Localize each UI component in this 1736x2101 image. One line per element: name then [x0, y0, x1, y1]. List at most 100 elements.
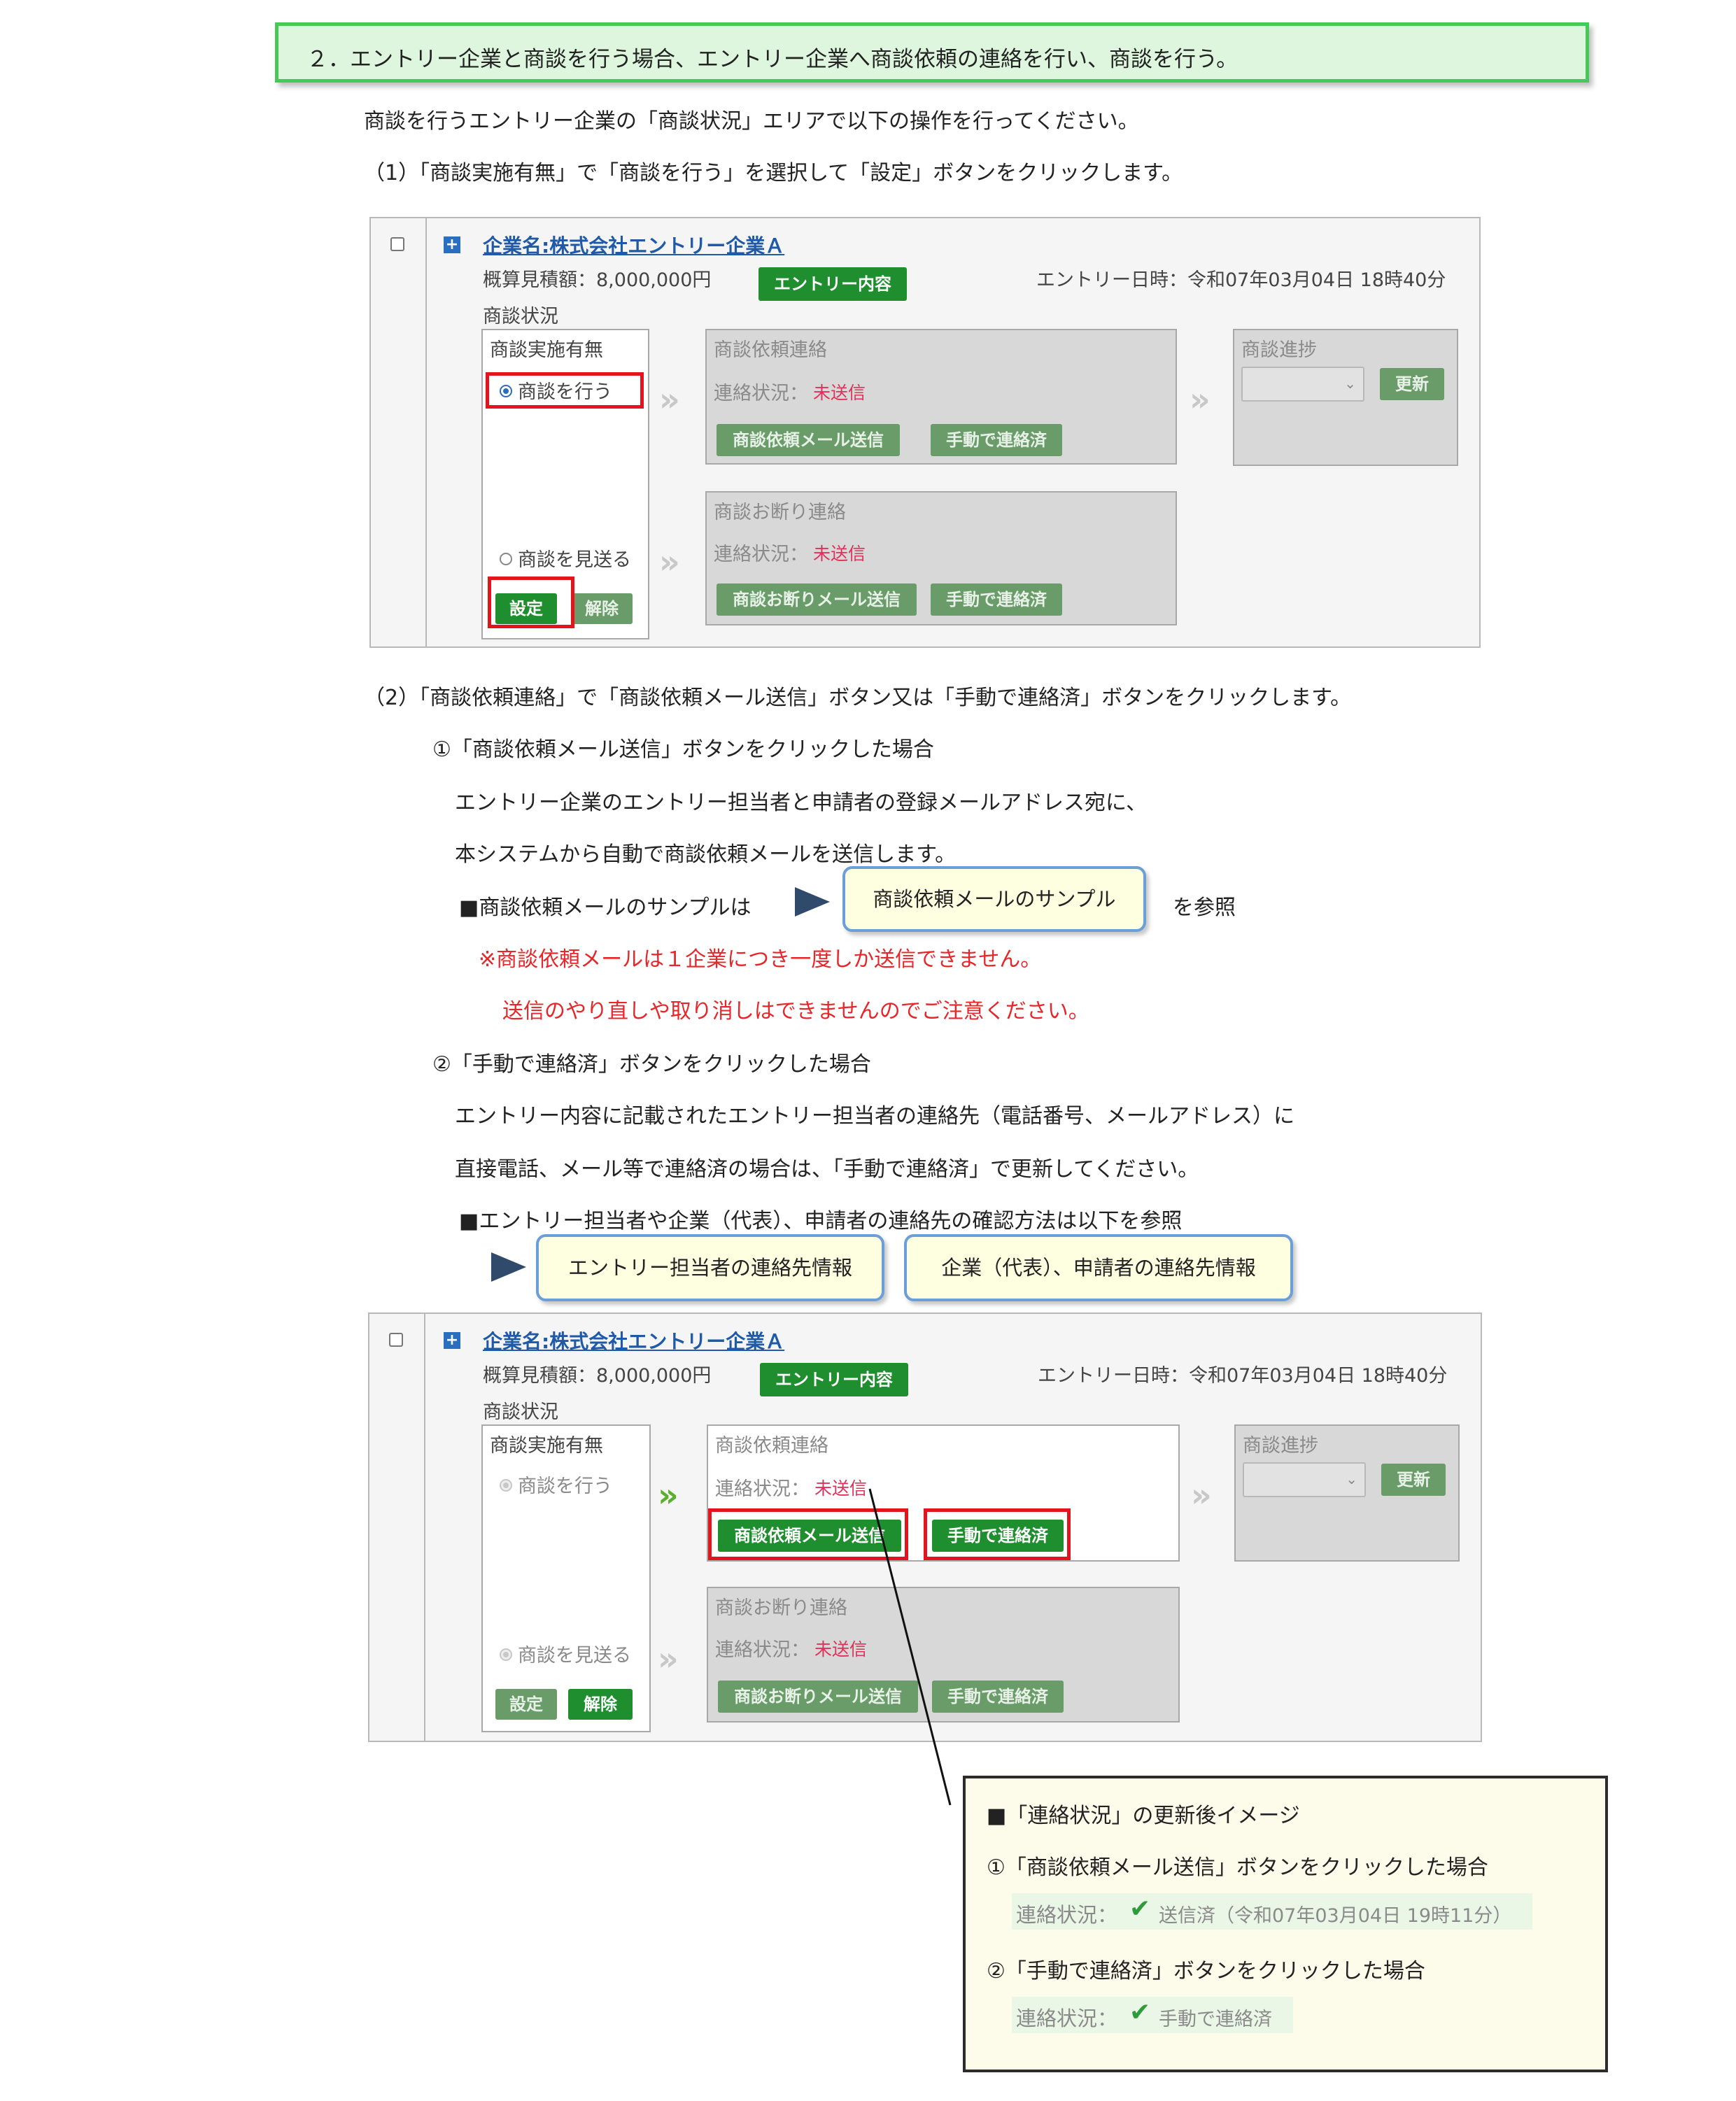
connector-line [868, 1488, 952, 1806]
note-status-label: 連絡状況： [1016, 2007, 1118, 2030]
manual-contact-button[interactable]: 手動で連絡済 [932, 1520, 1064, 1552]
panel-divider [424, 1314, 425, 1741]
highlight-manual-button [924, 1508, 1071, 1560]
note-sent-value: 送信済（令和07年03月04日 19時11分） [1159, 1905, 1512, 1927]
status-section-title: 商談状況 [483, 1401, 558, 1423]
check-icon: ✔ [1129, 1998, 1151, 2027]
select-checkbox[interactable] [389, 1333, 403, 1347]
request-contact-box: 商談依頼連絡 連絡状況： 未送信 商談依頼メール送信 手動で連絡済 [707, 1424, 1180, 1562]
entry-date-text: エントリー日時：令和07年03月04日 18時40分 [1036, 269, 1446, 291]
decline-manual-button[interactable]: 手動で連絡済 [931, 583, 1062, 616]
radio-skip[interactable] [500, 553, 512, 565]
decline-status-label: 連絡状況： [715, 1639, 810, 1661]
entry-contact-info-button[interactable]: エントリー担当者の連絡先情報 [536, 1234, 884, 1301]
contact-status-value: 未送信 [814, 1478, 868, 1499]
step2-text: （2）「商談依頼連絡」で「商談依頼メール送信」ボタン又は「手動で連絡済」ボタンを… [364, 686, 1352, 710]
case2-line2: 直接電話、メール等で連絡済の場合は、「手動で連絡済」で更新してください。 [455, 1157, 1199, 1182]
sample-mail-button[interactable]: 商談依頼メールのサンプル [842, 866, 1146, 932]
company-name-link[interactable]: 企業名:株式会社エントリー企業Ａ [483, 234, 785, 257]
status-section-title: 商談状況 [483, 306, 558, 327]
highlight-set-button [488, 576, 574, 628]
manual-status-row: 連絡状況： ✔ 手動で連絡済 [1012, 1997, 1293, 2033]
update-button[interactable]: 更新 [1381, 1464, 1446, 1496]
decline-mail-button[interactable]: 商談お断りメール送信 [718, 1681, 918, 1713]
sample-prefix: ■商談依頼メールのサンプルは [459, 896, 751, 920]
cancel-button[interactable]: 解除 [568, 1689, 633, 1720]
sample-suffix: を参照 [1173, 896, 1236, 920]
option-skip-label: 商談を見送る [518, 1645, 631, 1667]
entry-panel-step1: + 企業名:株式会社エントリー企業Ａ 概算見積額：8,000,000円 エントリ… [369, 217, 1481, 648]
implement-title: 商談実施有無 [490, 339, 603, 361]
radio-skip-disabled [500, 1648, 512, 1661]
note-case2: ②「手動で連絡済」ボタンをクリックした場合 [987, 1959, 1425, 1983]
decline-contact-box: 商談お断り連絡 連絡状況： 未送信 商談お断りメール送信 手動で連絡済 [705, 491, 1177, 625]
option-do-label[interactable]: 商談を行う [518, 381, 612, 403]
case1-line2: 本システムから自動で商談依頼メールを送信します。 [455, 842, 957, 867]
company-name-link[interactable]: 企業名:株式会社エントリー企業Ａ [483, 1330, 785, 1353]
decline-mail-button[interactable]: 商談お断りメール送信 [717, 583, 917, 616]
warning-line2: 送信のやり直しや取り消しはできませんのでご注意ください。 [502, 999, 1089, 1024]
note-manual-value: 手動で連絡済 [1159, 2009, 1272, 2030]
highlight-mail-button [708, 1508, 908, 1560]
update-button[interactable]: 更新 [1380, 368, 1444, 400]
contact-status-label: 連絡状況： [714, 383, 808, 404]
progress-select[interactable]: ⌄ [1243, 1462, 1366, 1497]
progress-title: 商談進捗 [1243, 1435, 1318, 1457]
entry-content-button[interactable]: エントリー内容 [760, 1363, 908, 1396]
radio-do-disabled [500, 1479, 512, 1492]
request-title: 商談依頼連絡 [715, 1435, 828, 1457]
entry-content-button[interactable]: エントリー内容 [758, 267, 907, 301]
case2-line1: エントリー内容に記載されたエントリー担当者の連絡先（電話番号、メールアドレス）に [455, 1104, 1294, 1129]
decline-title: 商談お断り連絡 [715, 1597, 847, 1619]
check-icon: ✔ [1129, 1895, 1151, 1923]
highlight-option-do [486, 372, 644, 409]
entry-panel-step2: + 企業名:株式会社エントリー企業Ａ 概算見積額：8,000,000円 エントリ… [368, 1313, 1482, 1742]
decline-status-value: 未送信 [814, 1639, 868, 1660]
request-title: 商談依頼連絡 [714, 339, 827, 361]
company-contact-info-button[interactable]: 企業（代表）、申請者の連絡先情報 [904, 1234, 1293, 1301]
decline-manual-button[interactable]: 手動で連絡済 [932, 1681, 1064, 1713]
note-status-label: 連絡状況： [1016, 1903, 1118, 1927]
cancel-button[interactable]: 解除 [571, 593, 633, 624]
pointer-arrow-icon [795, 887, 830, 917]
warning-line1: ※商談依頼メールは１企業につき一度しか送信できません。 [479, 947, 1042, 972]
case2-title: ②「手動で連絡済」ボタンをクリックした場合 [432, 1052, 871, 1077]
request-contact-box: 商談依頼連絡 連絡状況： 未送信 商談依頼メール送信 手動で連絡済 [705, 329, 1177, 465]
note-title: ■「連絡状況」の更新後イメージ [987, 1804, 1300, 1828]
implement-title: 商談実施有無 [490, 1435, 603, 1457]
expand-plus-icon[interactable]: + [444, 236, 460, 253]
update-image-note: ■「連絡状況」の更新後イメージ ①「商談依頼メール送信」ボタンをクリックした場合… [963, 1776, 1608, 2072]
progress-box: 商談進捗 ⌄ 更新 [1234, 1424, 1460, 1562]
case1-title: ①「商談依頼メール送信」ボタンをクリックした場合 [432, 737, 934, 762]
select-checkbox[interactable] [390, 237, 404, 251]
manual-contact-button[interactable]: 手動で連絡済 [931, 424, 1062, 456]
decline-title: 商談お断り連絡 [714, 502, 846, 523]
progress-box: 商談進捗 ⌄ 更新 [1233, 329, 1458, 466]
entry-date-text: エントリー日時：令和07年03月04日 18時40分 [1038, 1365, 1448, 1387]
case2-line3: ■エントリー担当者や企業（代表）、申請者の連絡先の確認方法は以下を参照 [459, 1209, 1183, 1233]
decline-status-value: 未送信 [813, 544, 866, 564]
progress-select[interactable]: ⌄ [1241, 367, 1364, 402]
chevron-down-icon: ⌄ [1346, 1471, 1357, 1487]
option-skip-label[interactable]: 商談を見送る [518, 549, 631, 571]
panel-divider [425, 218, 427, 646]
intro-text: 商談を行うエントリー企業の「商談状況」エリアで以下の操作を行ってください。 [364, 109, 1139, 134]
set-button[interactable]: 設定 [495, 593, 557, 624]
pointer-arrow-icon [491, 1252, 526, 1282]
estimate-text: 概算見積額：8,000,000円 [483, 269, 712, 291]
section-heading: ２．エントリー企業と商談を行う場合、エントリー企業へ商談依頼の連絡を行い、商談を… [275, 22, 1589, 83]
implement-box: 商談実施有無 商談を行う 商談を見送る 設定 解除 [481, 329, 649, 639]
request-mail-button[interactable]: 商談依頼メール送信 [718, 1520, 901, 1552]
expand-plus-icon[interactable]: + [444, 1332, 460, 1349]
progress-title: 商談進捗 [1241, 339, 1317, 361]
decline-contact-box: 商談お断り連絡 連絡状況： 未送信 商談お断りメール送信 手動で連絡済 [707, 1587, 1180, 1722]
set-button: 設定 [495, 1689, 557, 1720]
radio-do-selected[interactable] [500, 385, 512, 397]
request-mail-button[interactable]: 商談依頼メール送信 [717, 424, 900, 456]
implement-box: 商談実施有無 商談を行う 商談を見送る 設定 解除 [481, 1424, 651, 1732]
note-case1: ①「商談依頼メール送信」ボタンをクリックした場合 [987, 1855, 1488, 1880]
estimate-text: 概算見積額：8,000,000円 [483, 1365, 712, 1387]
option-do-label: 商談を行う [518, 1476, 612, 1497]
contact-status-label: 連絡状況： [715, 1478, 810, 1500]
